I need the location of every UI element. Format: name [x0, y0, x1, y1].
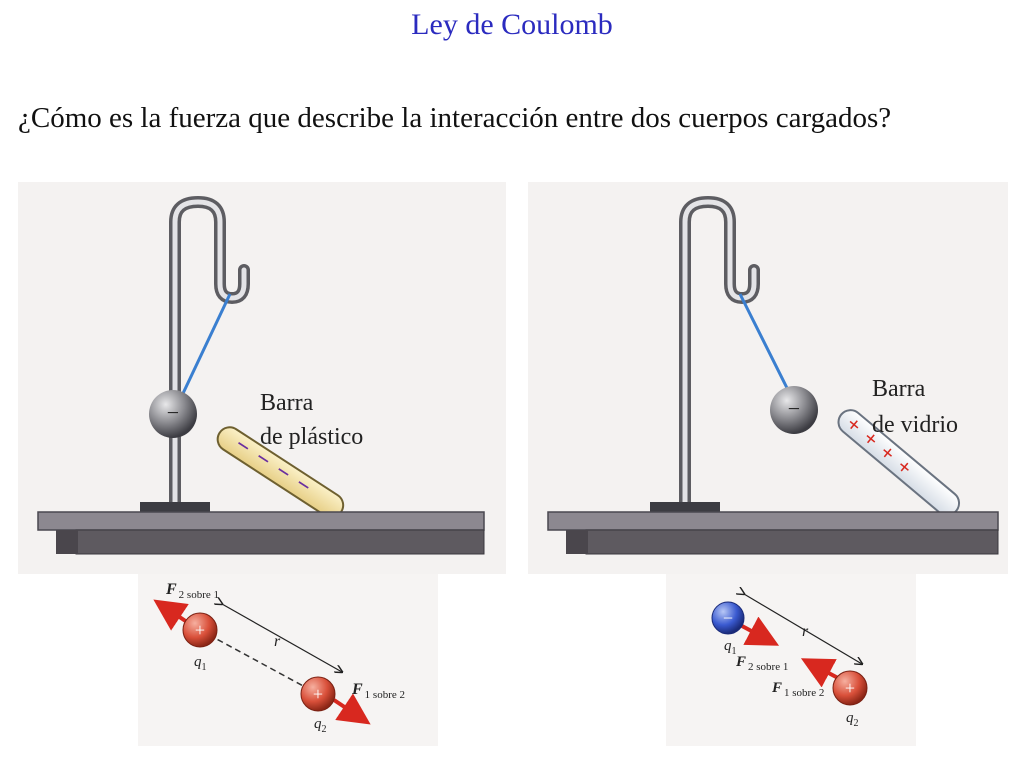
distance-label: r — [802, 623, 809, 640]
sphere-charge-sign: − — [167, 400, 179, 425]
table-top — [547, 511, 999, 531]
distance-arrow — [744, 594, 862, 664]
charge-q2 — [300, 676, 336, 712]
force-arrow-2-on-1 — [741, 616, 780, 646]
glass-rod: + + + + — [837, 409, 961, 517]
slide-title: Ley de Coulomb — [411, 8, 613, 41]
right-apparatus: − + + + + Barra de vidrio — [528, 182, 1008, 574]
rod-label-line2: de vidrio — [872, 412, 958, 438]
question-text: ¿Cómo es la fuerza que describe la inter… — [18, 102, 892, 134]
paper-background — [528, 182, 1008, 574]
charge-q2-sign: + — [845, 678, 855, 698]
rod-label-line2: de plástico — [260, 424, 363, 450]
distance-arrow — [222, 604, 342, 672]
rod-label-line1: Barra — [872, 376, 926, 402]
table-leg — [56, 530, 78, 554]
thread — [738, 293, 792, 395]
q1-label: q1 — [724, 638, 737, 657]
hanging-sphere — [770, 386, 818, 434]
force-arrow-1-on-2 — [800, 658, 839, 688]
charge-q1 — [182, 612, 218, 648]
q1-label: q1 — [194, 654, 207, 673]
plastic-rod: − − − − — [216, 426, 345, 519]
stand-base — [650, 502, 720, 514]
force-arrow-2-on-1 — [153, 599, 192, 631]
charge-q1-sign: + — [195, 620, 205, 640]
hanging-sphere — [149, 390, 197, 438]
stand-base — [140, 502, 210, 514]
charge-q1 — [711, 601, 745, 635]
force-arrow-1-on-2 — [332, 693, 371, 725]
table-front — [585, 529, 999, 555]
distance-label: r — [274, 633, 281, 650]
q2-label: q2 — [846, 710, 859, 729]
left-apparatus: − − − − − Barra de plástico — [18, 182, 506, 574]
thread — [176, 293, 232, 405]
table-leg — [566, 530, 588, 554]
table-top — [37, 511, 485, 531]
paper-background — [18, 182, 506, 574]
charge-q2 — [832, 670, 868, 706]
charge-q1-sign: − — [723, 608, 733, 628]
rod-label-line1: Barra — [260, 390, 314, 416]
table-front — [75, 529, 485, 555]
charge-q2-sign: + — [313, 684, 323, 704]
paper-background — [666, 574, 916, 746]
sphere-charge-sign: − — [788, 396, 800, 421]
q2-label: q2 — [314, 716, 327, 735]
